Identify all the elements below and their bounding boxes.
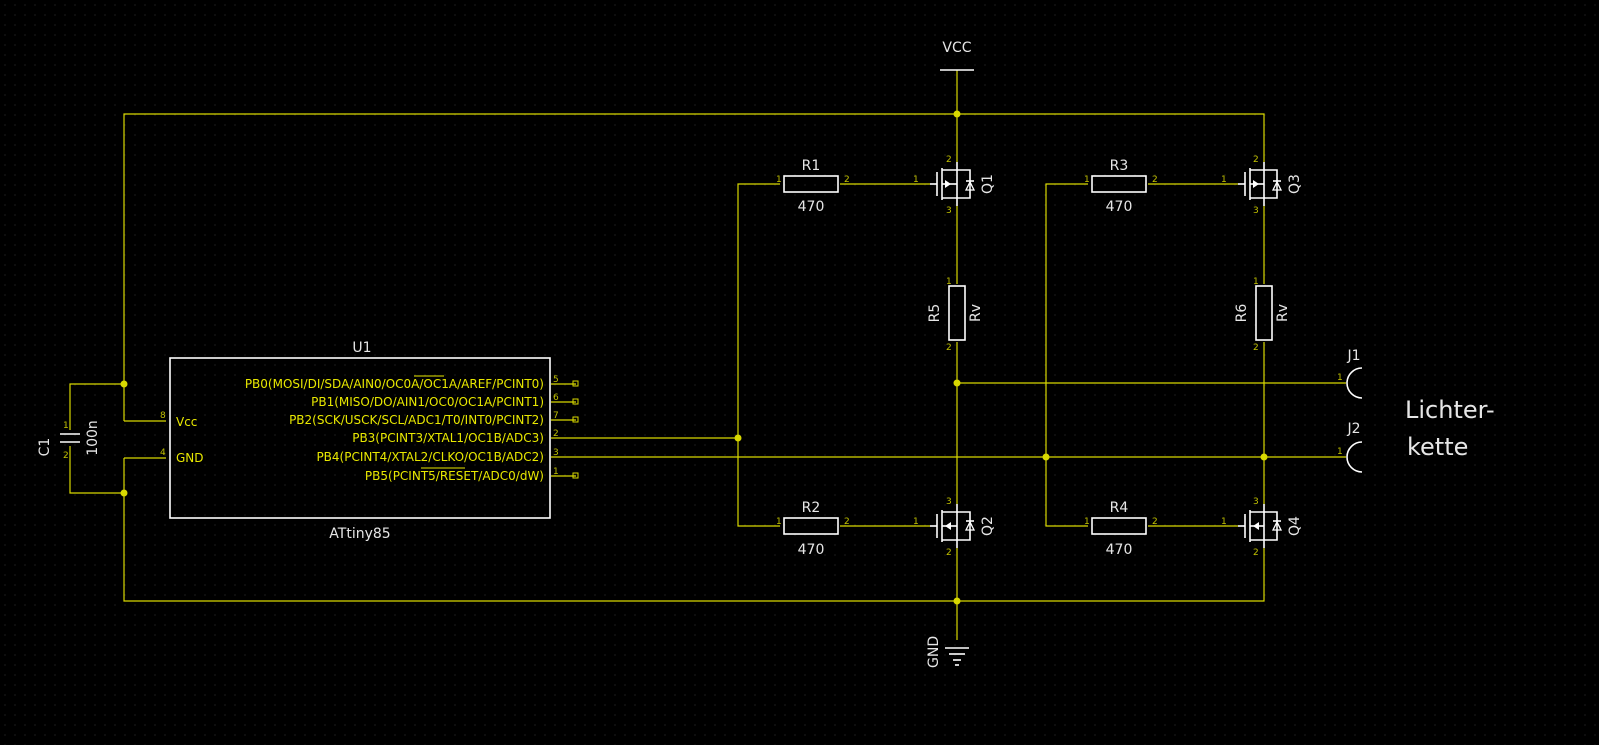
svg-text:1: 1 bbox=[1337, 447, 1343, 457]
svg-text:1: 1 bbox=[1221, 517, 1227, 527]
connector-ref: J2 bbox=[1346, 421, 1360, 437]
mosfet-ref: Q4 bbox=[1287, 516, 1303, 536]
vcc-symbol[interactable]: VCC bbox=[940, 40, 974, 71]
mcu-pin-label: PB2(SCK/USCK/SCL/ADC1/T0/INT0/PCINT2) bbox=[289, 413, 544, 427]
svg-text:2: 2 bbox=[946, 343, 952, 353]
svg-text:2: 2 bbox=[844, 175, 850, 185]
svg-text:1: 1 bbox=[913, 175, 919, 185]
mosfet-q3[interactable]: 1 2 3 Q3 bbox=[1221, 155, 1303, 216]
resistor-value: 470 bbox=[798, 542, 825, 558]
capacitor-value: 100n bbox=[85, 420, 101, 456]
gnd-symbol[interactable]: GND bbox=[926, 636, 969, 668]
svg-text:3: 3 bbox=[946, 206, 952, 216]
mcu-pin-number: 5 bbox=[553, 375, 559, 385]
wires bbox=[69, 70, 1346, 640]
mcu-gnd-pin-num: 4 bbox=[160, 448, 166, 458]
svg-text:1: 1 bbox=[776, 175, 782, 185]
mcu-pin-label: PB5(PCINT5/RESET/ADC0/dW) bbox=[365, 469, 544, 483]
note-lichterkette: Lichter- kette bbox=[1405, 396, 1495, 461]
resistor-ref: R4 bbox=[1110, 500, 1129, 516]
mcu-pin-number: 1 bbox=[553, 467, 559, 477]
note-line-2: kette bbox=[1407, 433, 1468, 461]
svg-text:1: 1 bbox=[63, 421, 69, 431]
mcu-ref: U1 bbox=[352, 340, 371, 356]
note-line-1: Lichter- bbox=[1405, 396, 1495, 424]
mcu-pin-label: PB4(PCINT4/XTAL2/CLKO/OC1B/ADC2) bbox=[316, 450, 544, 464]
svg-text:2: 2 bbox=[1152, 175, 1158, 185]
mcu-value: ATtiny85 bbox=[329, 526, 390, 542]
resistor-r5[interactable]: 1 2 R5 Rv bbox=[927, 277, 984, 353]
mcu-pin-label: PB1(MISO/DO/AIN1/OC0/OC1A/PCINT1) bbox=[311, 395, 544, 409]
mcu-pin-list: PB0(MOSI/DI/SDA/AIN0/OC0A/OC1A/AREF/PCIN… bbox=[245, 375, 559, 483]
resistor-value: 470 bbox=[1106, 542, 1133, 558]
resistor-value: 470 bbox=[1106, 199, 1133, 215]
svg-text:2: 2 bbox=[844, 517, 850, 527]
vcc-label: VCC bbox=[942, 40, 971, 56]
mosfet-q2[interactable]: 1 3 2 Q2 bbox=[913, 497, 996, 558]
svg-text:2: 2 bbox=[1253, 155, 1259, 165]
connector-ref: J1 bbox=[1346, 348, 1360, 364]
resistor-ref: R2 bbox=[802, 500, 821, 516]
mosfet-ref: Q3 bbox=[1287, 174, 1303, 194]
svg-text:3: 3 bbox=[1253, 497, 1259, 507]
mcu-pin-number: 3 bbox=[553, 448, 559, 458]
capacitor-ref: C1 bbox=[37, 438, 53, 457]
mcu-pin-number: 6 bbox=[553, 393, 559, 403]
svg-text:2: 2 bbox=[1253, 343, 1259, 353]
resistor-r2[interactable]: 1 2 R2 470 bbox=[776, 500, 850, 558]
resistor-ref: R3 bbox=[1110, 158, 1129, 174]
svg-text:1: 1 bbox=[1084, 517, 1090, 527]
svg-text:1: 1 bbox=[1221, 175, 1227, 185]
pin-markers bbox=[572, 380, 579, 479]
svg-text:2: 2 bbox=[1152, 517, 1158, 527]
svg-text:1: 1 bbox=[1253, 277, 1259, 287]
svg-text:3: 3 bbox=[1253, 206, 1259, 216]
mcu-pin-number: 7 bbox=[553, 411, 559, 421]
svg-text:2: 2 bbox=[946, 548, 952, 558]
resistor-value: Rv bbox=[968, 304, 984, 322]
mosfet-ref: Q1 bbox=[980, 174, 996, 194]
resistor-ref: R5 bbox=[927, 304, 943, 323]
resistor-value: Rv bbox=[1275, 304, 1291, 322]
svg-text:1: 1 bbox=[1084, 175, 1090, 185]
connector-j1[interactable]: 1 J1 bbox=[1337, 348, 1363, 399]
svg-text:2: 2 bbox=[946, 155, 952, 165]
junction-dots bbox=[120, 110, 1268, 605]
mcu-vcc-label: Vcc bbox=[176, 415, 197, 429]
mcu-pin-number: 2 bbox=[553, 429, 559, 439]
gnd-label: GND bbox=[926, 636, 942, 668]
capacitor-c1[interactable]: 1 2 C1 100n bbox=[37, 420, 101, 461]
svg-text:2: 2 bbox=[1253, 548, 1259, 558]
mcu-pin-label: PB0(MOSI/DI/SDA/AIN0/OC0A/OC1A/AREF/PCIN… bbox=[245, 377, 544, 391]
svg-text:1: 1 bbox=[946, 277, 952, 287]
svg-text:1: 1 bbox=[776, 517, 782, 527]
connector-j2[interactable]: 1 J2 bbox=[1337, 421, 1363, 473]
resistor-r1[interactable]: 1 2 R1 470 bbox=[776, 158, 850, 215]
resistor-ref: R1 bbox=[802, 158, 821, 174]
mcu-pin-label: PB3(PCINT3/XTAL1/OC1B/ADC3) bbox=[352, 431, 544, 445]
resistor-ref: R6 bbox=[1234, 304, 1250, 323]
resistor-value: 470 bbox=[798, 199, 825, 215]
mcu-vcc-pin-num: 8 bbox=[160, 411, 166, 421]
mosfet-q1[interactable]: 1 2 3 Q1 bbox=[913, 155, 996, 216]
mosfet-ref: Q2 bbox=[980, 516, 996, 536]
svg-text:2: 2 bbox=[63, 451, 69, 461]
resistor-r6[interactable]: 1 2 R6 Rv bbox=[1234, 277, 1291, 353]
resistor-r3[interactable]: 1 2 R3 470 bbox=[1084, 158, 1158, 215]
resistor-r4[interactable]: 1 2 R4 470 bbox=[1084, 500, 1158, 558]
mcu-attiny85[interactable]: U1 ATtiny85 Vcc GND 8 4 PB0(MOSI/DI/SDA/… bbox=[160, 340, 559, 542]
mosfet-q4[interactable]: 1 3 2 Q4 bbox=[1221, 497, 1303, 558]
svg-text:1: 1 bbox=[913, 517, 919, 527]
mcu-gnd-label: GND bbox=[176, 451, 204, 465]
svg-text:1: 1 bbox=[1337, 373, 1343, 383]
svg-text:3: 3 bbox=[946, 497, 952, 507]
